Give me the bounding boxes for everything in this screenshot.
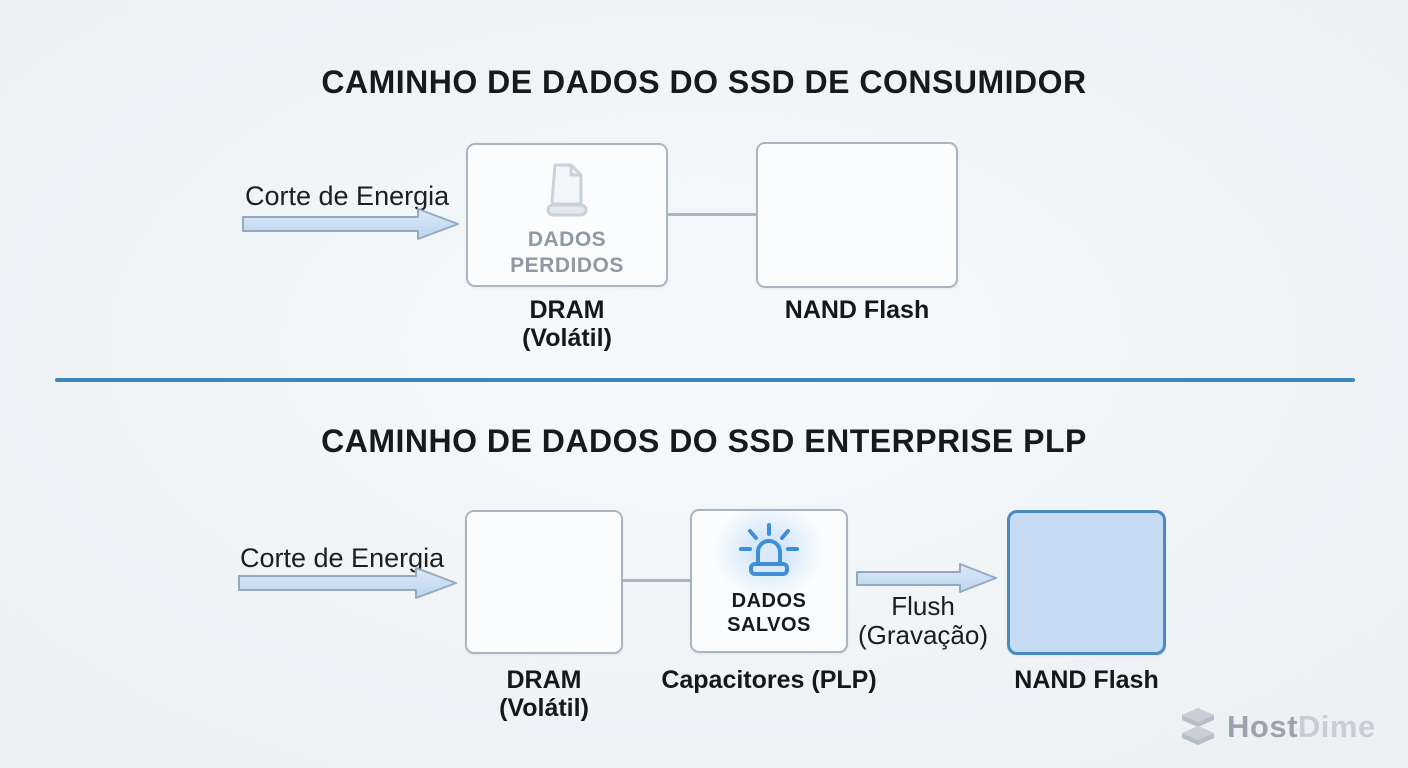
- hostdime-wordmark: HostDime: [1227, 709, 1376, 745]
- enterprise-nand-box: [1007, 510, 1166, 655]
- status-line: DADOS: [731, 590, 807, 612]
- power-cut-arrow-icon: [238, 567, 457, 599]
- consumer-nand-caption: NAND Flash: [784, 296, 930, 324]
- enterprise-power-cut-label: Corte de Energia: [240, 543, 445, 573]
- enterprise-dram-box: [465, 510, 623, 654]
- wordmark-part: Dime: [1297, 709, 1376, 744]
- caption-line: DRAM: [506, 666, 582, 694]
- dram-capacitor-connector: [622, 579, 690, 582]
- consumer-power-cut-label: Corte de Energia: [245, 181, 450, 211]
- hostdime-watermark: HostDime: [1178, 706, 1376, 748]
- enterprise-nand-caption: NAND Flash: [1014, 666, 1159, 694]
- flush-label-line: Flush: [891, 591, 955, 621]
- consumer-dram-status: DADOS PERDIDOS: [510, 227, 624, 279]
- enterprise-capacitor-caption: Capacitores (PLP): [661, 666, 877, 694]
- capacitor-status: DADOS SALVOS: [727, 589, 811, 637]
- flush-arrow-label: Flush (Gravação): [838, 592, 1008, 650]
- caption-line: (Volátil): [499, 694, 589, 722]
- enterprise-section-title: CAMINHO DE DADOS DO SSD ENTERPRISE PLP: [321, 423, 1087, 459]
- consumer-section-title: CAMINHO DE DADOS DO SSD DE CONSUMIDOR: [321, 64, 1087, 100]
- status-line: PERDIDOS: [510, 254, 624, 277]
- siren-icon: [739, 523, 799, 576]
- enterprise-dram-caption: DRAM (Volátil): [465, 666, 623, 722]
- flush-label-line: (Gravação): [857, 620, 989, 650]
- section-divider: [55, 378, 1355, 382]
- caption-line: (Volátil): [522, 324, 612, 352]
- dram-nand-connector: [667, 213, 757, 216]
- lost-document-icon: [546, 163, 588, 217]
- caption-line: DRAM: [529, 296, 605, 324]
- status-line: SALVOS: [727, 614, 811, 636]
- power-cut-arrow-icon: [242, 208, 459, 240]
- consumer-dram-box: DADOS PERDIDOS: [466, 143, 668, 287]
- wordmark-part: Host: [1227, 709, 1298, 744]
- hostdime-layers-icon: [1182, 708, 1214, 745]
- flush-arrow-icon: [856, 563, 997, 593]
- enterprise-capacitor-box: DADOS SALVOS: [690, 503, 848, 653]
- consumer-dram-caption: DRAM (Volátil): [466, 296, 668, 352]
- consumer-nand-box: [756, 142, 958, 288]
- status-line: DADOS: [527, 228, 607, 251]
